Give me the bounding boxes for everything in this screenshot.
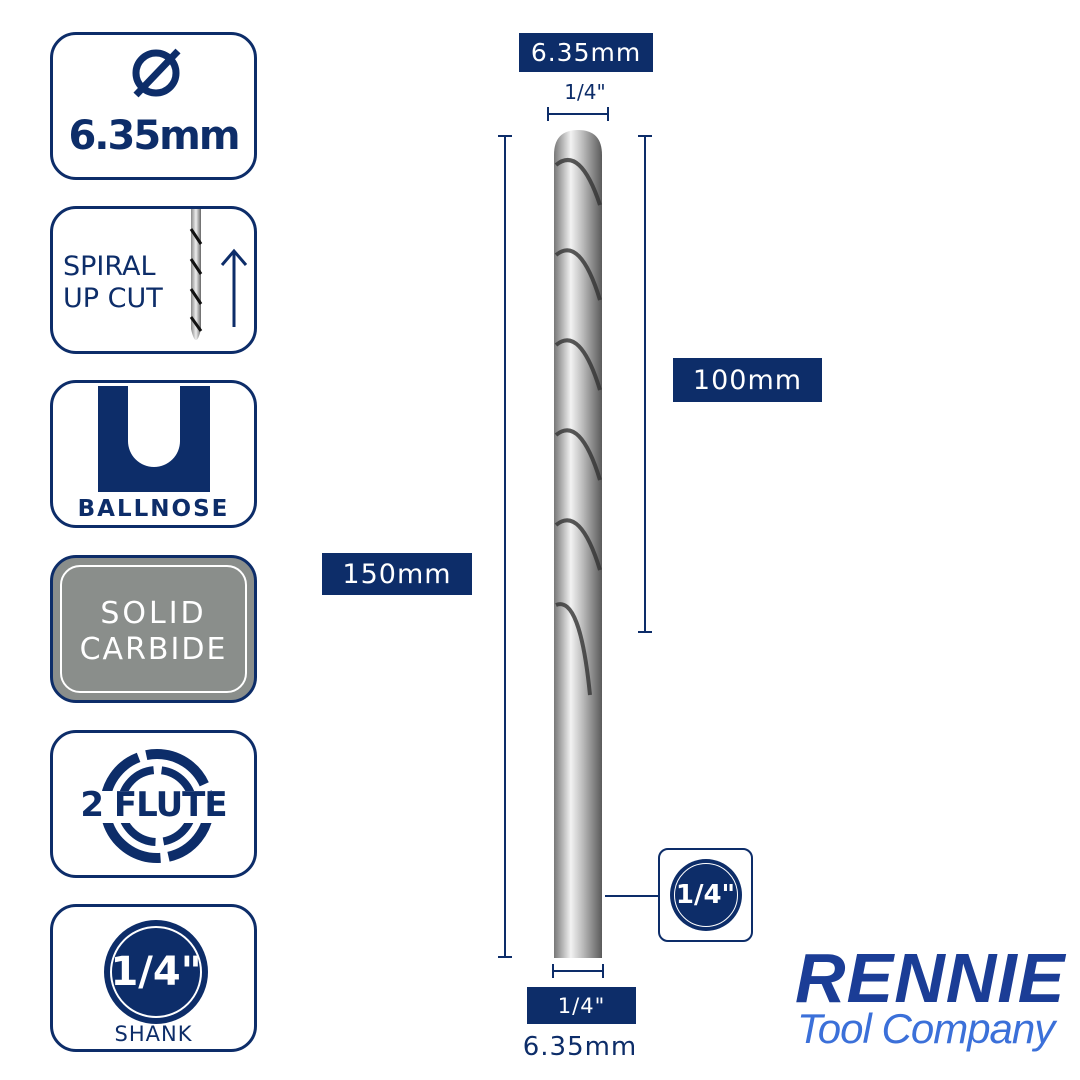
cut-diameter-mm-label: 6.35mm [519, 33, 653, 72]
tick [498, 956, 512, 958]
brand-sub: Tool Company [797, 1005, 1055, 1052]
tick [552, 964, 554, 978]
spiral-line1: SPIRAL [63, 251, 156, 282]
shank-diameter-line [552, 970, 604, 972]
shank-label: SHANK [114, 1022, 193, 1046]
mini-bit-icon [189, 209, 203, 340]
ballnose-card: BALLNOSE [50, 380, 257, 528]
diameter-card: 6.35mm [50, 32, 257, 180]
tick [547, 107, 549, 121]
carbide-line2: CARBIDE [79, 632, 228, 667]
overall-length-line [504, 135, 506, 958]
brand-name: RENNIE [795, 939, 1066, 1017]
ballnose-label: BALLNOSE [77, 496, 230, 522]
callout-line [605, 895, 658, 897]
cut-length-line [644, 135, 646, 633]
flute-rings-icon [101, 749, 213, 863]
diameter-value: 6.35mm [68, 113, 240, 159]
ballnose-profile-icon [98, 386, 210, 492]
diameter-icon [132, 48, 181, 98]
arrow-up-icon [220, 248, 248, 327]
shank-badge: 1/4" [104, 920, 208, 1024]
shank-in-label: 1/4" [527, 987, 636, 1024]
overall-length-label: 150mm [322, 553, 472, 595]
solid-carbide-card: SOLID CARBIDE [50, 555, 257, 703]
cut-length-label: 100mm [673, 358, 822, 402]
shank-card: 1/4" SHANK [50, 904, 257, 1052]
tick [638, 631, 652, 633]
spiral-upcut-card: SPIRAL UP CUT [50, 206, 257, 354]
cut-diameter-in-label: 1/4" [564, 80, 606, 104]
tick [602, 964, 604, 978]
shank-callout-box: 1/4" [658, 848, 753, 942]
tick [607, 107, 609, 121]
router-bit-image [554, 130, 602, 958]
two-flute-card: 2 FLUTE [50, 730, 257, 878]
tick [638, 135, 652, 137]
carbide-line1: SOLID [100, 596, 207, 631]
cut-diameter-line [547, 113, 609, 115]
tick [498, 135, 512, 137]
flute-label: 2 FLUTE [80, 785, 227, 825]
spiral-line2: UP CUT [63, 283, 163, 314]
shank-mm-label: 6.35mm [522, 1032, 638, 1062]
